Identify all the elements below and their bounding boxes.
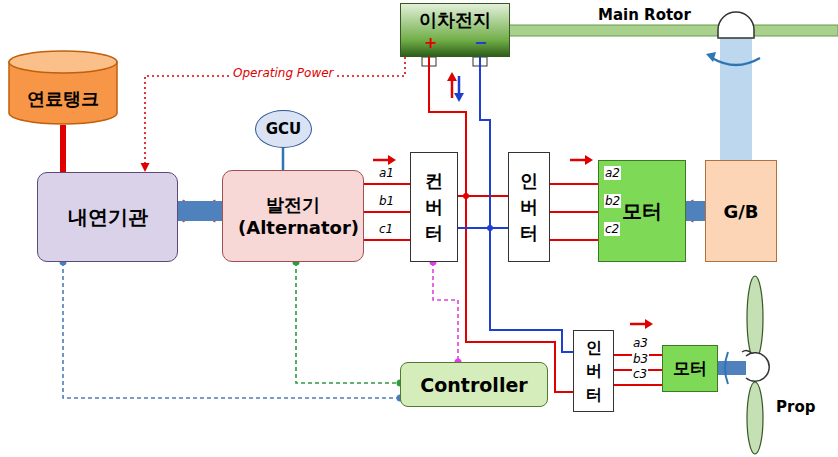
rotation-arrow xyxy=(725,352,728,384)
node-label: 컨버터 xyxy=(425,168,443,246)
node-label: GCU xyxy=(266,120,302,138)
converter-box: 컨버터 xyxy=(410,152,458,262)
connector xyxy=(458,57,490,228)
connector xyxy=(60,259,404,402)
rotation-arrow xyxy=(712,58,760,65)
arrow-head xyxy=(706,52,716,62)
connector xyxy=(283,148,284,170)
signal-label: a1 xyxy=(378,166,395,180)
junction-dot xyxy=(463,193,469,199)
flow-arrow xyxy=(373,72,653,329)
node-label: 이차전지 xyxy=(419,8,491,32)
connector xyxy=(63,125,64,172)
part-name: Prop xyxy=(776,398,815,416)
signal-label: b1 xyxy=(378,194,395,208)
node-label: 인버터 xyxy=(520,168,538,246)
connector xyxy=(430,259,462,366)
rotor-mast xyxy=(720,36,752,161)
signal-label: c3 xyxy=(632,367,648,381)
terminal-sign: + xyxy=(424,33,437,52)
connector xyxy=(550,212,598,213)
junction-dot xyxy=(487,225,493,231)
inverter-box: 인버터 xyxy=(573,330,614,412)
connector xyxy=(686,211,705,212)
signal-label: a2 xyxy=(604,166,621,180)
signal-label: a3 xyxy=(632,336,649,350)
node-label: Controller xyxy=(420,374,527,396)
connector xyxy=(364,212,410,213)
signal-label: c2 xyxy=(604,222,620,236)
connector xyxy=(293,259,404,387)
inverter-box: 인버터 xyxy=(508,152,550,262)
part-name: Main Rotor xyxy=(598,6,691,24)
prop-shaft xyxy=(718,361,748,375)
signal-label: b2 xyxy=(604,194,621,208)
prop-hub xyxy=(746,353,769,381)
connector xyxy=(550,240,598,241)
signal-label: b3 xyxy=(632,352,649,366)
signal-label: Operating Power xyxy=(232,66,335,80)
signal-label: c1 xyxy=(378,222,394,236)
node-label: 발전기 (Alternator) xyxy=(238,193,348,240)
connector xyxy=(141,57,406,172)
prop-blade xyxy=(747,382,763,454)
node-label: 연료탱크 xyxy=(27,87,99,111)
gearbox-box: G/B xyxy=(705,160,777,262)
node-label: 모터 xyxy=(673,357,707,380)
fuel-tank: 연료탱크 xyxy=(8,50,118,125)
prop-blade xyxy=(747,276,763,360)
terminal-sign: − xyxy=(474,33,487,52)
connector xyxy=(614,385,662,386)
connector xyxy=(178,211,222,212)
battery: 이차전지 xyxy=(400,3,510,57)
node-label: G/B xyxy=(723,201,758,222)
node-label: 내연기관 xyxy=(68,204,148,231)
alternator-box: 발전기 (Alternator) xyxy=(222,170,364,262)
gcu-circle: GCU xyxy=(255,110,312,148)
engine-box: 내연기관 xyxy=(37,172,178,262)
node-label: 모터 xyxy=(622,198,662,225)
controller-box: Controller xyxy=(400,362,548,407)
connector xyxy=(550,184,598,185)
node-label: 인버터 xyxy=(586,336,602,406)
connector xyxy=(364,184,410,185)
motor-box: 모터 xyxy=(662,345,718,392)
rotor-blade xyxy=(495,25,838,36)
rotor-hub xyxy=(718,12,754,38)
connector xyxy=(364,240,410,241)
